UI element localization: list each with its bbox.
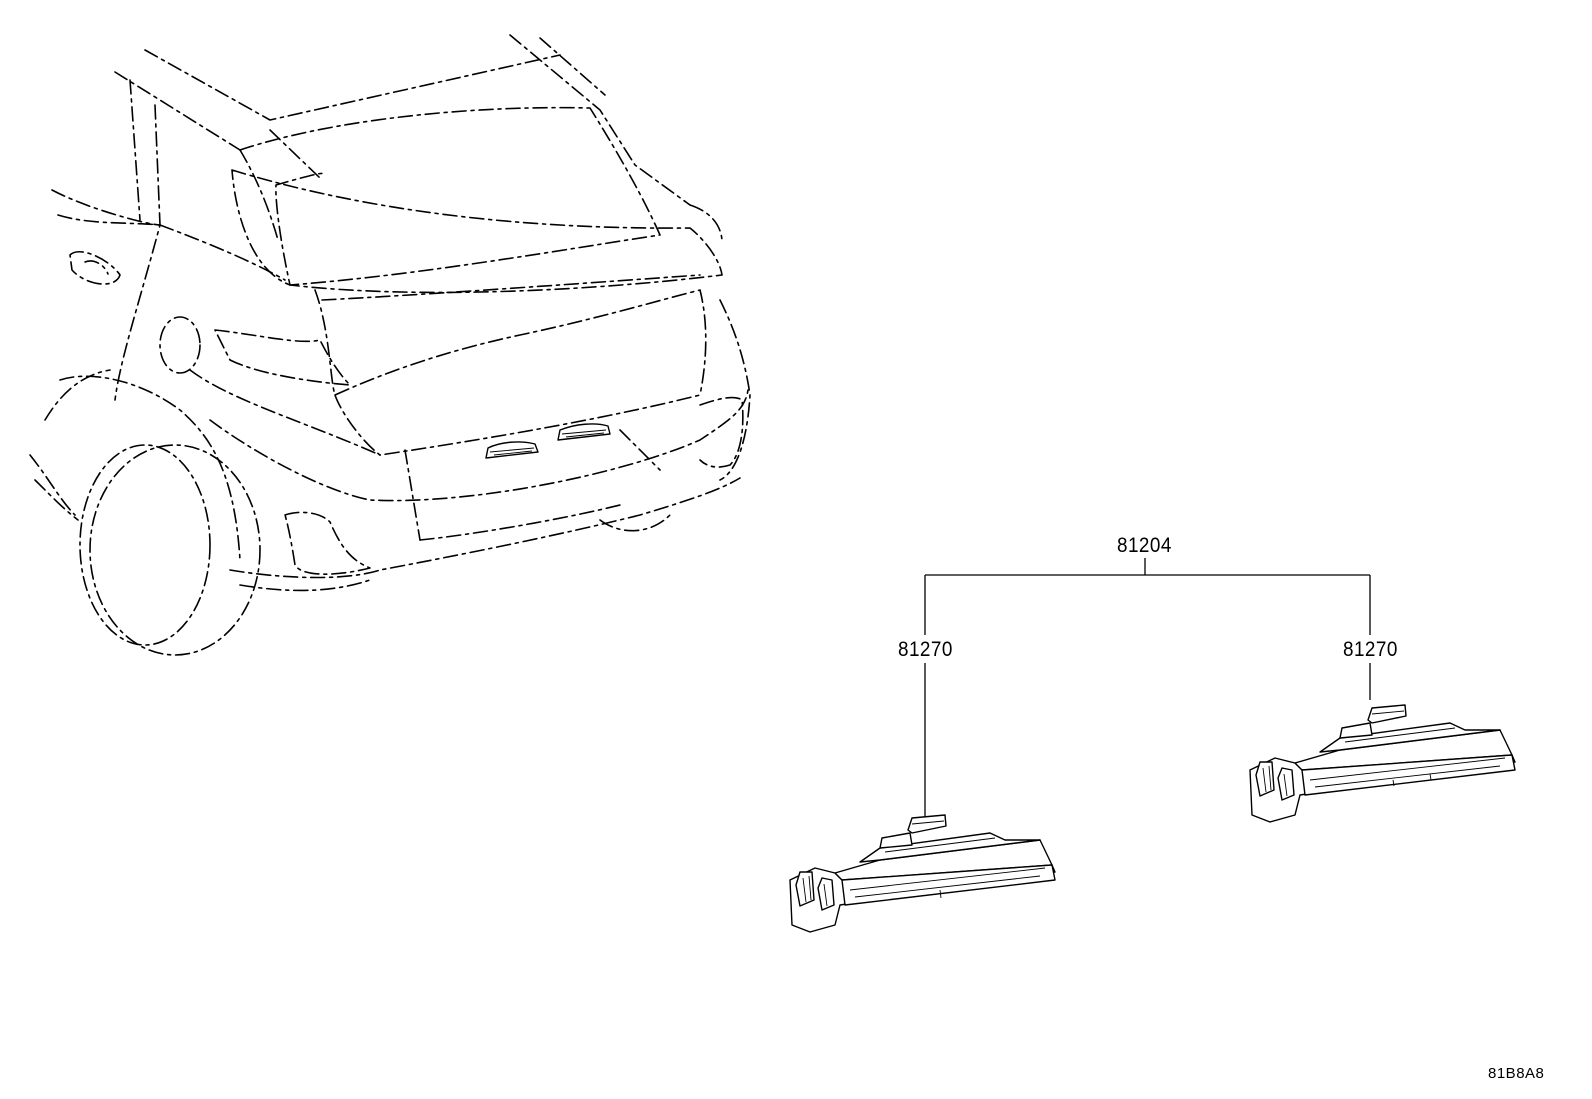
license-plate-lamp-right — [1249, 704, 1516, 823]
vehicle-rear-illustration — [29, 34, 751, 656]
leader-lines — [924, 558, 1371, 820]
part-number-81204: 81204 — [1117, 534, 1172, 557]
license-plate-lamp-left — [789, 814, 1056, 933]
part-number-81270-right: 81270 — [1343, 638, 1398, 661]
part-number-81270-left: 81270 — [898, 638, 953, 661]
illustration-code: 81B8A8 — [1488, 1065, 1545, 1082]
